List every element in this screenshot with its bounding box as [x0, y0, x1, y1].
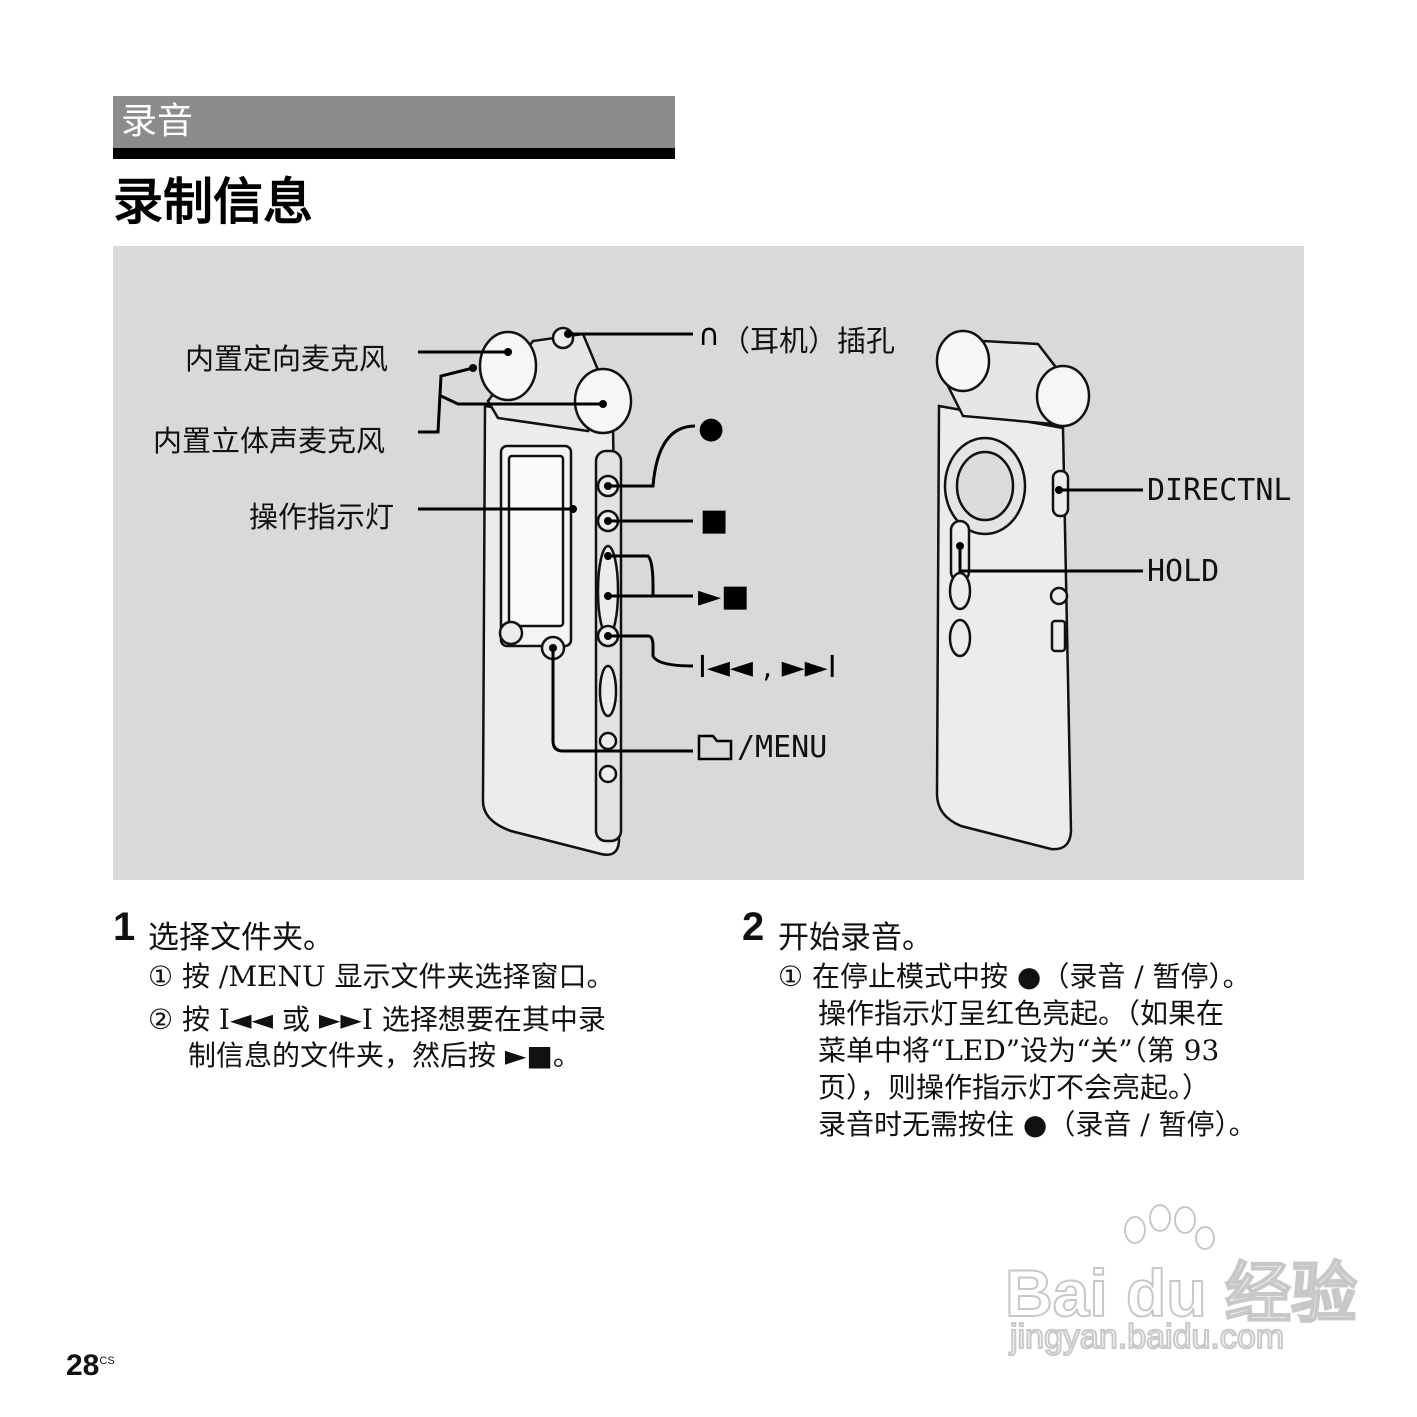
stop-icon: ■: [700, 503, 729, 538]
label-stereo-mic: 内置立体声麦克风: [153, 424, 386, 458]
watermark-url: jingyan.baidu.com: [1009, 1317, 1285, 1357]
step-2-title: 开始录音。: [778, 920, 933, 956]
label-directnl: DIRECTNL: [1147, 473, 1292, 508]
label-hold: HOLD: [1147, 554, 1220, 589]
play-stop-icon: ►■: [698, 579, 750, 614]
step-2-line-5: 录音时无需按住 ●（录音 / 暂停）。: [818, 1108, 1257, 1141]
step-2-line-3: 菜单中将“LED”设为“关”（第 93: [818, 1034, 1220, 1067]
page-title: 录制信息: [113, 173, 313, 231]
step-1-line-3: 制信息的文件夹，然后按 ►■。: [188, 1039, 581, 1072]
section-rule: [113, 148, 675, 159]
watermark-brand: Bai du 经验: [1004, 1255, 1358, 1331]
headphone-icon: ∩: [698, 318, 720, 353]
paw-logo-icon: [1124, 1204, 1215, 1250]
step-2-line-4: 页），则操作指示灯不会亮起。）: [818, 1071, 1211, 1104]
page-number: 28CS: [66, 1349, 115, 1382]
label-op-indicator: 操作指示灯: [249, 500, 395, 534]
step-1-number: 1: [113, 905, 136, 949]
step-2-line-1: ① 在停止模式中按 ●（录音 / 暂停）。: [778, 960, 1251, 993]
step-2-number: 2: [742, 905, 765, 949]
label-menu: /MENU: [737, 730, 828, 765]
baidu-watermark: Bai du 经验 jingyan.baidu.com: [1004, 1200, 1358, 1370]
record-icon: ●: [698, 411, 725, 446]
device-illustration: [418, 326, 1143, 856]
section-header: 录音: [113, 96, 675, 148]
folder-icon: [697, 734, 733, 761]
label-headphone-jack: （耳机）插孔: [721, 324, 896, 358]
skip-icons: I◄◄ , ►►I: [698, 650, 837, 685]
label-directional-mic: 内置定向麦克风: [185, 342, 389, 376]
step-1-line-1: ① 按 /MENU 显示文件夹选择窗口。: [148, 960, 615, 993]
device-figure: 内置定向麦克风 内置立体声麦克风 操作指示灯 ∩ （耳机）插孔 ● ■ ►■ I…: [113, 246, 1304, 880]
step-2-line-2: 操作指示灯呈红色亮起。（如果在: [818, 997, 1225, 1030]
step-1-line-2: ② 按 I◄◄ 或 ►►I 选择想要在其中录: [148, 1003, 606, 1036]
step-1-title: 选择文件夹。: [148, 920, 334, 956]
